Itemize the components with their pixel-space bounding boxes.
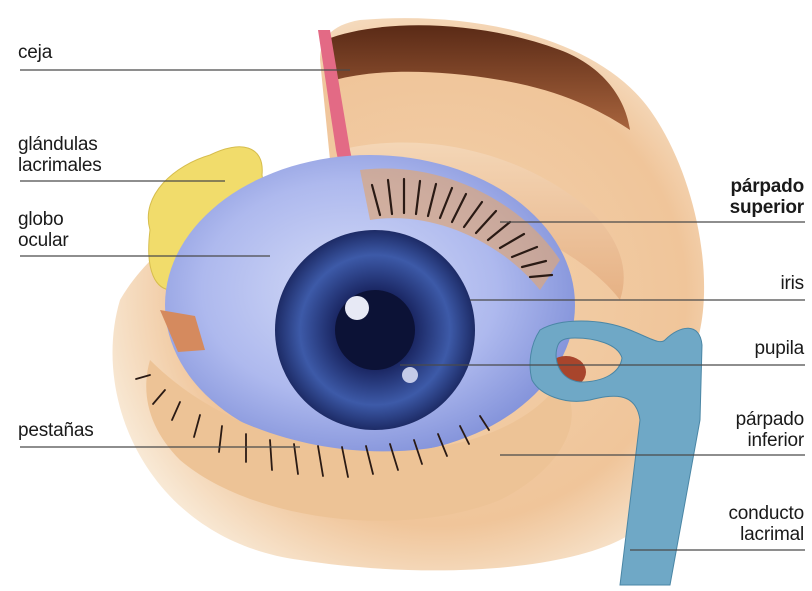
iris-highlight-small	[402, 367, 418, 383]
label-eyeball: globo ocular	[18, 209, 69, 251]
label-pupil: pupila	[754, 338, 804, 359]
label-lacrimal-glands: glándulas lacrimales	[18, 134, 102, 176]
label-upper-eyelid: párpado superior	[730, 176, 804, 218]
label-tear-duct: conducto lacrimal	[728, 503, 804, 545]
label-iris: iris	[781, 273, 804, 294]
label-eyelashes: pestañas	[18, 420, 94, 441]
label-eyebrow: ceja	[18, 42, 52, 63]
iris-highlight	[345, 296, 369, 320]
label-lower-eyelid: párpado inferior	[736, 409, 804, 451]
